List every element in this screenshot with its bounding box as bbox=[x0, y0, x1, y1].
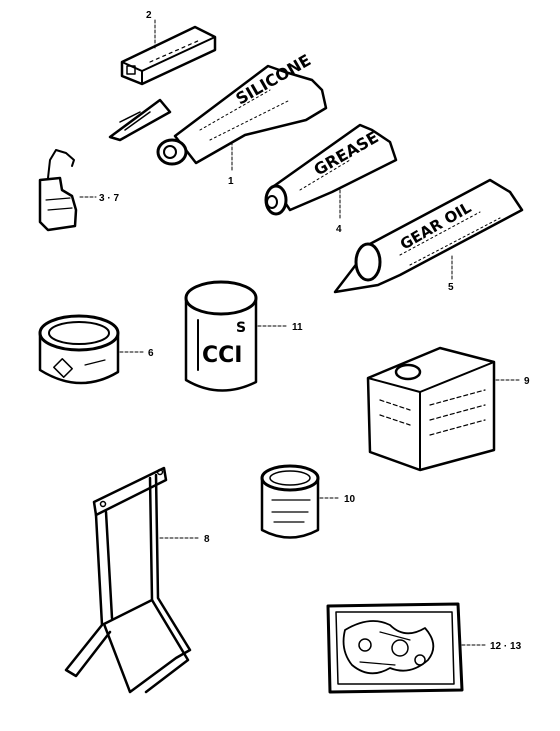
callout-12-13: 12 · 13 bbox=[490, 641, 522, 652]
part-10-small-can bbox=[260, 464, 341, 539]
part-4-grease-tube: GREASE bbox=[264, 123, 398, 221]
part-5-gear-oil-tube: GEAR OIL bbox=[333, 178, 524, 294]
callout-8: 8 bbox=[204, 534, 210, 545]
part-3-7-oil-bottle bbox=[38, 149, 97, 232]
callout-6: 6 bbox=[148, 348, 154, 359]
callout-11: 11 bbox=[292, 322, 303, 333]
callout-2: 2 bbox=[146, 10, 152, 21]
callout-1: 1 bbox=[228, 176, 234, 187]
part-8-stand bbox=[64, 466, 201, 694]
part-12-13-parts-bag bbox=[326, 602, 487, 694]
part-11-cci-can: CCI S bbox=[184, 280, 289, 392]
part-9-oil-can bbox=[366, 346, 521, 472]
can-text-cci: CCI bbox=[202, 343, 242, 368]
part-6-small-tin bbox=[38, 314, 145, 385]
callout-9: 9 bbox=[524, 376, 530, 387]
svg-text:S: S bbox=[236, 320, 246, 336]
callout-4: 4 bbox=[336, 224, 342, 235]
callout-5: 5 bbox=[448, 282, 454, 293]
callout-10: 10 bbox=[344, 494, 356, 505]
part-2-block bbox=[120, 19, 217, 86]
callout-3-7: 3 · 7 bbox=[99, 193, 119, 204]
